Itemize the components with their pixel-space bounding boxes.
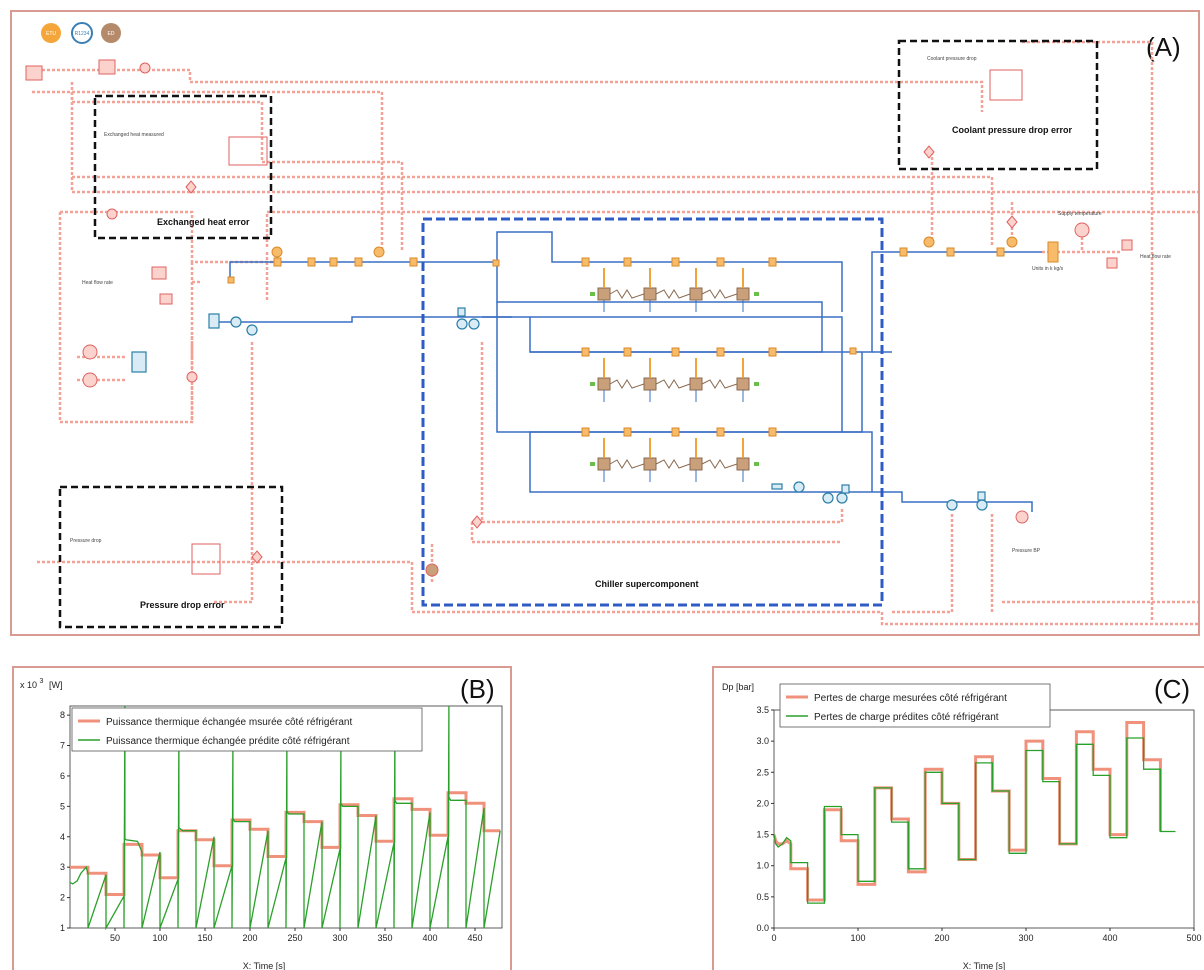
x-tick-label: 300 — [332, 933, 347, 943]
y-tick-label: 1.5 — [756, 830, 769, 840]
y-tick-label: 4 — [60, 832, 65, 842]
chart-c-legend-predicted: Pertes de charge prédites côté réfrigéra… — [814, 712, 999, 723]
series-predicted-line — [773, 737, 1176, 904]
fluid-lines — [217, 231, 1042, 512]
y-tick-label: 3 — [60, 862, 65, 872]
sensors — [131, 307, 988, 511]
label-pressure-bp: Pressure BP — [1012, 548, 1041, 554]
chart-c-legend-box — [779, 683, 1051, 728]
badge-r1234-label: R1234 — [75, 31, 90, 37]
x-tick-label: 0 — [771, 933, 776, 943]
y-tick-label: 0.5 — [756, 892, 769, 902]
x-tick-label: 150 — [197, 933, 212, 943]
series-measured-line — [772, 721, 1162, 902]
chart-b-svg: x 10 3 [W] X: Time [s] 1 2 3 4 5 6 7 8 50 100 150 2… — [20, 675, 503, 970]
x-tick-label: 100 — [850, 933, 865, 943]
y-tick-label: 8 — [60, 710, 65, 720]
controllers — [25, 59, 1133, 577]
label-coolant-pressure-drop: Coolant pressure drop — [927, 56, 977, 62]
x-tick-label: 450 — [467, 933, 482, 943]
box-chiller-supercomponent — [421, 217, 884, 607]
chart-c-legend-measured: Pertes de charge mesurées côté réfrigéra… — [814, 693, 1007, 704]
x-tick-label: 400 — [422, 933, 437, 943]
x-tick-label: 300 — [1018, 933, 1033, 943]
chart-b-legend-predicted: Puissance thermique échangée prédite côt… — [106, 736, 350, 747]
chart-c-xlabel: X: Time [s] — [963, 961, 1006, 970]
box-pressure-drop-error — [58, 485, 284, 629]
x-tick-label: 250 — [287, 933, 302, 943]
chart-b-legend: Puissance thermique échangée msurée côté… — [71, 707, 423, 752]
badge-ed-label: ED — [108, 31, 115, 37]
panel-a-diagram: (A) ETU R1234 ED — [10, 10, 1200, 636]
y-tick-label: 3.5 — [756, 705, 769, 715]
label-supply-temperature: Supply temperature — [1058, 211, 1102, 217]
flow-components — [227, 236, 1059, 437]
badge-group: ETU R1234 ED — [41, 22, 121, 44]
label-exchanged-heat-measured: Exchanged heat measured — [104, 132, 164, 138]
heat-exchanger-cells — [590, 268, 759, 482]
chart-c-svg: Dp [bar] X: Time [s] 0.0 0.5 1.0 1.5 2.0 2.5 3… — [722, 682, 1202, 970]
y-tick-label: 1.0 — [756, 861, 769, 871]
x-tick-label: 350 — [377, 933, 392, 943]
label-heat-flow-rate-right: Heat flow rate — [1140, 254, 1171, 260]
box-chiller-supercomponent-title: Chiller supercomponent — [595, 579, 699, 589]
panel-c-tag: (C) — [1154, 674, 1191, 704]
box-exchanged-heat-error — [93, 94, 273, 240]
chart-b-axes: 1 2 3 4 5 6 7 8 50 100 150 200 250 300 350 400 450 — [60, 705, 503, 943]
box-coolant-pressure-drop-error-title: Coolant pressure drop error — [952, 125, 1073, 135]
plot-frame — [773, 709, 1195, 929]
badge-etu — [41, 23, 61, 43]
chart-b-series — [69, 705, 501, 931]
signal-lines — [32, 40, 1198, 626]
chart-b-legend-measured: Puissance thermique échangée msurée côté… — [106, 717, 352, 728]
label-units: Units in k kg/s — [1032, 266, 1064, 272]
panel-b-chart: (B) x 10 3 [W] X: Time [s] 1 2 3 4 5 6 7 8 50 100… — [12, 666, 512, 970]
y-tick-label: 6 — [60, 771, 65, 781]
panel-b-tag: (B) — [460, 674, 495, 704]
x-tick-label: 100 — [152, 933, 167, 943]
panel-c-chart: (C) Dp [bar] X: Time [s] 0.0 0.5 1.0 1.5 2.0… — [712, 666, 1204, 970]
chart-c-series — [772, 721, 1176, 904]
badge-ed — [101, 23, 121, 43]
badge-r1234 — [71, 22, 93, 44]
x-tick-label: 400 — [1102, 933, 1117, 943]
y-tick-label: 3.0 — [756, 736, 769, 746]
y-tick-label: 2.0 — [756, 798, 769, 808]
x-tick-label: 50 — [110, 933, 120, 943]
series-measured-line — [70, 791, 501, 896]
y-tick-label: 1 — [60, 923, 65, 933]
y-tick-label: 5 — [60, 801, 65, 811]
chart-b-legend-box — [71, 707, 423, 752]
chart-b-xlabel: X: Time [s] — [243, 961, 286, 970]
diagram-canvas: ETU R1234 ED — [25, 22, 1198, 629]
badge-etu-label: ETU — [46, 31, 56, 37]
y-tick-label: 2 — [60, 893, 65, 903]
box-pressure-drop-error-title: Pressure drop error — [140, 600, 225, 610]
series-predicted-line — [69, 705, 501, 931]
x-tick-label: 200 — [934, 933, 949, 943]
label-heat-flow-rate-left: Heat flow rate — [82, 280, 113, 286]
label-pressure-drop-small: Pressure drop — [70, 538, 102, 544]
chart-c-ylabel: Dp [bar] — [722, 682, 754, 692]
chart-c-legend: Pertes de charge mesurées côté réfrigéra… — [779, 683, 1051, 728]
y-tick-label: 2.5 — [756, 767, 769, 777]
box-coolant-pressure-drop-error — [897, 39, 1099, 171]
x-tick-label: 200 — [242, 933, 257, 943]
x-tick-label: 500 — [1186, 933, 1201, 943]
y-tick-label: 7 — [60, 741, 65, 751]
chart-b-multiplier: x 10 3 [W] — [20, 675, 62, 690]
y-tick-label: 0.0 — [756, 923, 769, 933]
box-exchanged-heat-error-title: Exchanged heat error — [157, 217, 250, 227]
